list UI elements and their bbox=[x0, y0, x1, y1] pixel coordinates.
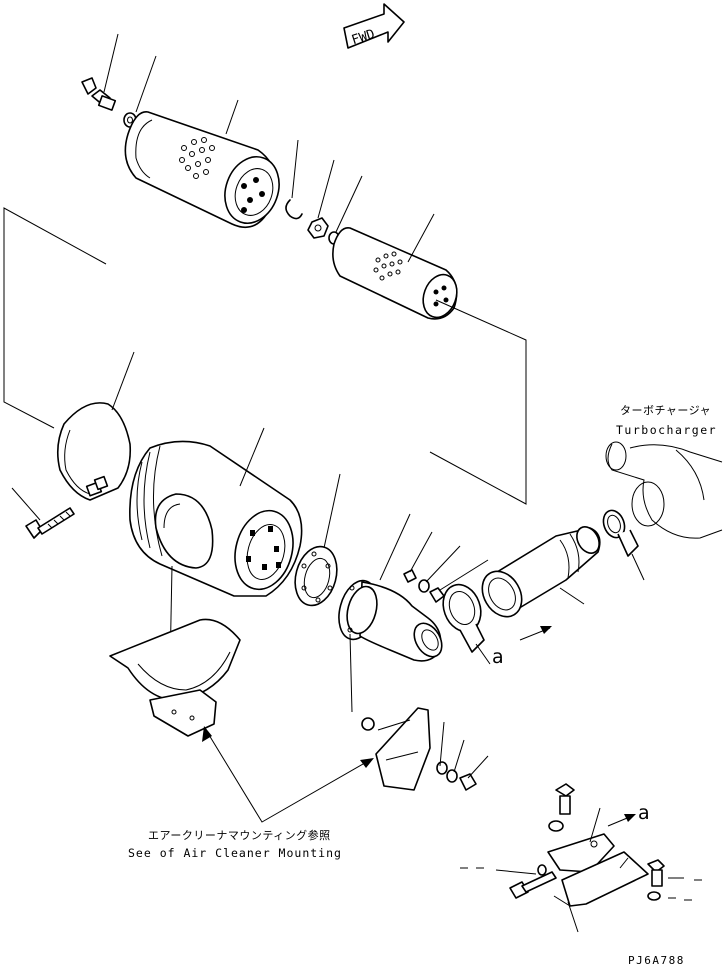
air-cleaner-cradle bbox=[109, 618, 241, 737]
hose-clamp bbox=[442, 583, 491, 665]
connector-hose bbox=[481, 526, 601, 618]
lower-mounting-detail bbox=[460, 783, 702, 933]
turbocharger-label-en: Turbocharger bbox=[616, 423, 718, 437]
mounting-note-en: See of Air Cleaner Mounting bbox=[128, 846, 342, 860]
turbo-hose-clamp bbox=[602, 509, 645, 581]
fwd-label: FWD bbox=[350, 27, 377, 49]
nut bbox=[307, 159, 335, 239]
flow-arrow-1 bbox=[519, 626, 552, 641]
band-clamp bbox=[56, 351, 135, 501]
wing-screw bbox=[81, 33, 119, 111]
mounting-note-jp: エアークリーナマウンティング参照 bbox=[148, 829, 331, 842]
turbocharger-label-jp: ターボチャージャ bbox=[620, 404, 712, 417]
assembly-group-lines bbox=[3, 207, 527, 505]
drawing-code: PJ6A788 bbox=[628, 954, 685, 967]
elbow-bracket bbox=[361, 707, 489, 791]
elbow-fasteners bbox=[403, 531, 489, 603]
clamp-bolt bbox=[11, 487, 75, 539]
elbow-pipe bbox=[338, 513, 443, 713]
reference-mark-a-lower: a bbox=[638, 802, 650, 824]
reference-mark-a-upper: a bbox=[492, 646, 504, 668]
gasket bbox=[294, 473, 341, 607]
flow-arrow-2 bbox=[607, 814, 636, 827]
clip bbox=[285, 139, 303, 220]
turbocharger bbox=[605, 441, 723, 539]
fwd-arrow: FWD bbox=[343, 3, 405, 49]
air-cleaner-body bbox=[129, 427, 303, 671]
inner-filter-element bbox=[332, 213, 458, 320]
outer-filter-element bbox=[124, 99, 280, 229]
mounting-reference-arrows bbox=[202, 726, 374, 823]
